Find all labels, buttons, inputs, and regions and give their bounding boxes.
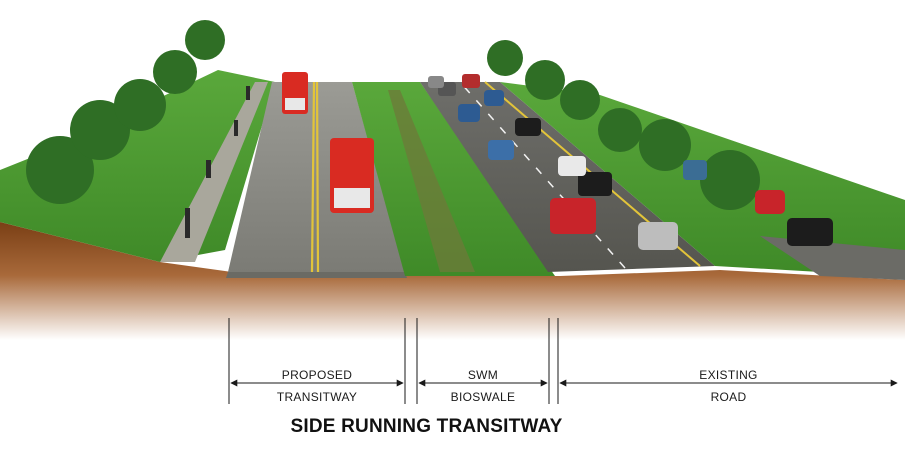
label-proposed-transitway-line1: PROPOSED [281,368,353,382]
pedestrians [185,86,250,238]
label-proposed-transitway-line2: TRANSITWAY [276,390,358,404]
label-existing-road: EXISTING ROAD [558,368,899,404]
cars [428,74,833,250]
label-swm-bioswale: SWM BIOSWALE [417,368,549,404]
label-existing-road-line2: ROAD [710,390,747,404]
trees-left [26,20,225,204]
side-road [760,236,905,280]
bus-near [330,138,374,213]
label-proposed-transitway: PROPOSED TRANSITWAY [229,368,405,404]
road-lane-line [459,81,626,269]
figure-title: SIDE RUNNING TRANSITWAY [290,416,563,437]
transitway-center-line-2 [315,81,320,273]
label-existing-road-line1: EXISTING [699,368,758,382]
dimension-lines [228,318,559,404]
bus-far [282,72,308,114]
label-swm-bioswale-line2: BIOSWALE [450,390,516,404]
soil-layer [0,222,905,340]
trees-right [487,40,760,210]
transitway-center-line [310,81,316,273]
bioswale-plants [388,90,475,272]
transitway-curb [226,272,407,278]
label-swm-bioswale-line1: SWM [467,368,499,382]
